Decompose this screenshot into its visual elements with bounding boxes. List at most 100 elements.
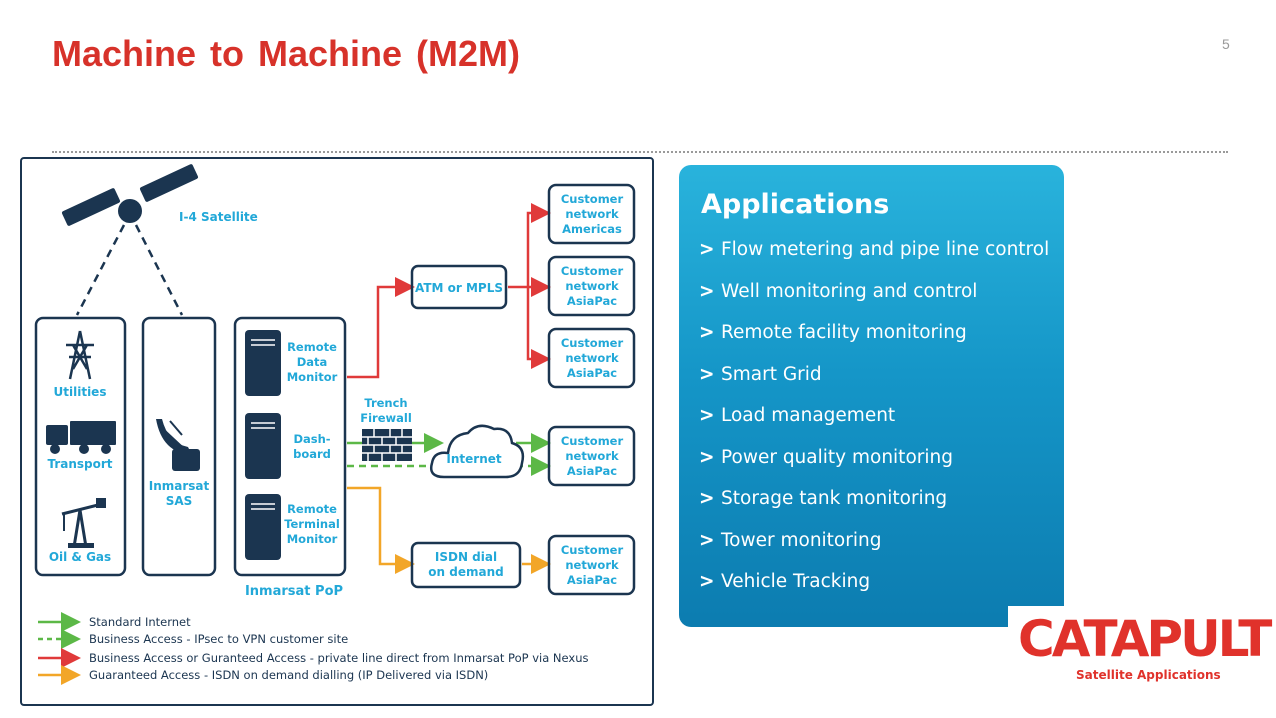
customer-box-asiapac-2	[547, 327, 636, 389]
applications-panel: Applications > Flow metering and pipe lin…	[679, 165, 1064, 627]
satellite-beam-right	[134, 224, 184, 316]
customer-1-line3: Americas	[562, 222, 622, 236]
list-item: > Flow metering and pipe line control	[699, 239, 1049, 281]
pop-panel	[233, 316, 347, 577]
application-item: Storage tank monitoring	[721, 488, 948, 509]
sas-label-line1: Inmarsat	[149, 479, 210, 493]
network-diagram: I-4 Satellite Utilities Transport Oil & …	[20, 157, 654, 706]
server-3-line1: Remote	[287, 502, 337, 516]
red-link-asiapac-2	[526, 287, 551, 369]
sector-label-oil-gas: Oil & Gas	[49, 550, 111, 564]
customer-1-line1: Customer	[561, 192, 624, 206]
sector-panel	[34, 316, 127, 577]
customer-box-asiapac-3	[547, 425, 636, 487]
legend-text-4: Guaranteed Access - ISDN on demand diall…	[89, 668, 488, 682]
server-2-line1: Dash-	[293, 432, 330, 446]
firewall-label-line2: Firewall	[360, 411, 412, 425]
list-item: > Power quality monitoring	[699, 447, 1049, 489]
customer-3-line3: AsiaPac	[567, 366, 617, 380]
customer-3-line1: Customer	[561, 336, 624, 350]
server-1-line3: Monitor	[287, 370, 338, 384]
list-item: >Load management	[699, 405, 1049, 447]
server-icon-3	[245, 494, 281, 560]
customer-1-line2: network	[565, 207, 619, 221]
chevron-right-icon: >	[699, 529, 715, 551]
chevron-right-icon: >	[699, 571, 715, 592]
sas-panel	[141, 316, 217, 577]
logo-subtitle: Satellite Applications	[1076, 668, 1221, 682]
list-item: >Tower monitoring	[699, 530, 1049, 572]
network-diagram-svg: I-4 Satellite Utilities Transport Oil & …	[34, 164, 636, 685]
server-2-line2: board	[293, 447, 331, 461]
chevron-right-icon: >	[699, 322, 715, 343]
satellite-beam-left	[75, 224, 126, 316]
application-item: Power quality monitoring	[721, 446, 953, 468]
orange-link-pop-isdn	[347, 486, 415, 574]
atm-mpls-label: ATM or MPLS	[415, 281, 503, 295]
customer-4-line1: Customer	[561, 434, 624, 448]
isdn-box	[410, 541, 522, 589]
customer-box-asiapac-4	[547, 534, 636, 596]
chevron-right-icon: >	[699, 446, 715, 468]
sector-label-transport: Transport	[47, 457, 112, 471]
list-item: > Remote facility monitoring	[699, 322, 1049, 364]
oil-pump-icon	[61, 498, 106, 548]
application-item: Smart Grid	[721, 363, 822, 385]
red-link-pop-atm	[347, 277, 415, 379]
applications-list: > Flow metering and pipe line control > We…	[699, 239, 1049, 613]
legend: Standard Internet Business Access - IPse…	[38, 612, 588, 685]
customer-5-line1: Customer	[561, 543, 624, 557]
chevron-right-icon: >	[699, 488, 715, 509]
server-3-line3: Monitor	[287, 532, 338, 546]
list-item: > Smart Grid	[699, 364, 1049, 406]
pop-label: Inmarsat PoP	[245, 584, 343, 599]
customer-4-line2: network	[565, 449, 619, 463]
application-item: Vehicle Tracking	[721, 571, 871, 592]
server-3-line2: Terminal	[284, 517, 340, 531]
legend-text-3: Business Access or Guranteed Access - pr…	[89, 651, 588, 665]
logo-wordmark: CATAPULT	[1018, 610, 1272, 668]
customer-box-asiapac-1	[547, 255, 636, 317]
list-item: > Well monitoring and control	[699, 281, 1049, 323]
satellite-label: I-4 Satellite	[179, 210, 258, 224]
divider-line	[52, 151, 1228, 153]
application-item: Well monitoring and control	[721, 280, 978, 302]
customer-2-line1: Customer	[561, 264, 624, 278]
server-1-line1: Remote	[287, 340, 337, 354]
list-item: > Vehicle Tracking	[699, 571, 1049, 613]
isdn-label-line1: ISDN dial	[435, 550, 497, 564]
sas-label-line2: SAS	[166, 494, 193, 508]
satellite-icon	[61, 164, 199, 226]
firewall-bricks	[362, 429, 412, 461]
customer-3-line2: network	[565, 351, 619, 365]
server-1-line2: Data	[297, 355, 328, 369]
truck-icon	[46, 421, 116, 454]
application-item: Flow metering and pipe line control	[721, 239, 1050, 260]
dish-icon	[156, 419, 200, 471]
chevron-right-icon: >	[699, 239, 715, 260]
atm-mpls-box	[410, 264, 508, 310]
internet-label: Internet	[446, 452, 501, 466]
legend-text-1: Standard Internet	[89, 615, 191, 629]
customer-4-line3: AsiaPac	[567, 464, 617, 478]
slide-title: Machine to Machine (M2M)	[52, 33, 521, 74]
internet-cloud-icon	[430, 424, 525, 479]
legend-text-2: Business Access - IPsec to VPN customer …	[89, 632, 348, 646]
customer-2-line2: network	[565, 279, 619, 293]
customer-box-americas	[547, 183, 636, 245]
sector-label-utilities: Utilities	[54, 385, 107, 399]
list-item: > Storage tank monitoring	[699, 488, 1049, 530]
customer-5-line3: AsiaPac	[567, 573, 617, 587]
red-link-americas	[526, 203, 551, 287]
isdn-label-line2: on demand	[428, 565, 503, 579]
chevron-right-icon: >	[699, 280, 715, 302]
server-icon-2	[245, 413, 281, 479]
application-item: Remote facility monitoring	[721, 322, 967, 343]
firewall-label-line1: Trench	[364, 396, 407, 410]
page-number: 5	[1222, 36, 1230, 52]
server-icon-1	[245, 330, 281, 396]
chevron-right-icon: >	[699, 363, 715, 385]
chevron-right-icon: >	[699, 405, 715, 426]
applications-title: Applications	[701, 189, 890, 220]
pylon-icon	[66, 330, 94, 380]
